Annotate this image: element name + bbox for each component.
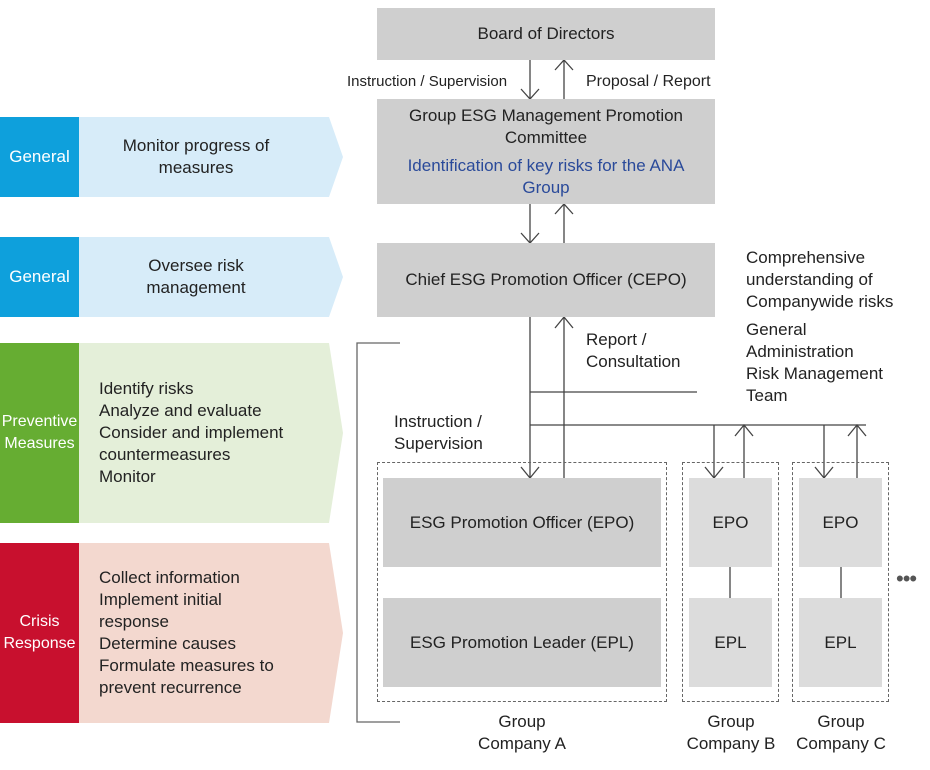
band-text-line: Consider and implement <box>99 423 284 442</box>
more-companies-ellipsis-icon: ••• <box>896 566 917 591</box>
company-c-frame <box>792 462 889 702</box>
report-consultation-line: Report / <box>586 330 647 349</box>
tag-label-line: Preventive <box>1 413 78 430</box>
company-a-epl-label: ESG Promotion Leader (EPL) <box>410 632 634 652</box>
tag-general-1-label: General <box>9 147 70 166</box>
committee-note-line: Group <box>522 177 570 197</box>
tag-label-line: Measures <box>4 435 75 452</box>
company-b-epl-label: EPL <box>714 632 747 652</box>
company-c-epl-box: EPL <box>799 598 882 687</box>
instruction-supervision-mid-label: Instruction / Supervision <box>394 411 483 455</box>
cepo-note: Comprehensive understanding of Companywi… <box>746 247 893 313</box>
committee-box: Group ESG Management Promotion Committee… <box>377 99 715 204</box>
band-text-line: Identify risks <box>99 379 194 398</box>
risk-team-line: Team <box>746 386 788 405</box>
company-c-epo-label: EPO <box>822 512 859 532</box>
company-a-epo-box: ESG Promotion Officer (EPO) <box>383 478 661 567</box>
cepo-note-line: understanding of <box>746 270 873 289</box>
company-a-epo-label: ESG Promotion Officer (EPO) <box>409 512 635 532</box>
arrow-up-head <box>554 59 574 71</box>
tag-label-line: Crisis <box>19 613 60 630</box>
proposal-report-label: Proposal / Report <box>586 73 711 90</box>
company-label-line: Group <box>817 712 865 731</box>
risk-management-team: General Administration Risk Management T… <box>746 319 883 407</box>
company-a-frame <box>377 462 667 702</box>
band-text-line: Implement initial <box>99 590 222 609</box>
company-c-epl-label: EPL <box>824 632 857 652</box>
band-text-line: prevent recurrence <box>99 678 242 697</box>
report-consultation-label: Report / Consultation <box>586 329 681 373</box>
risk-team-line: General <box>746 320 807 339</box>
board-of-directors-box: Board of Directors <box>377 8 715 60</box>
company-label-line: Company B <box>686 734 776 753</box>
company-label-line: Group <box>498 712 546 731</box>
band-text-line: management <box>146 278 246 297</box>
band-oversee-risk: Oversee risk management <box>79 237 343 317</box>
band-crisis-response: Collect information Implement initial re… <box>79 543 343 723</box>
tag-crisis-response: Crisis Response <box>0 543 79 723</box>
company-label-line: Company C <box>796 734 886 753</box>
cepo-label: Chief ESG Promotion Officer (CEPO) <box>405 270 687 289</box>
band-text-line: Determine causes <box>99 634 237 653</box>
company-c-label: Group Company C <box>786 711 896 755</box>
cepo-box: Chief ESG Promotion Officer (CEPO) <box>377 243 715 317</box>
company-a-label: Group Company A <box>452 711 592 755</box>
band-text-line: Monitor <box>99 467 156 486</box>
band-text-line: Analyze and evaluate <box>99 401 262 420</box>
risk-team-line: Risk Management <box>746 364 884 383</box>
company-b-label: Group Company B <box>676 711 786 755</box>
report-consultation-line: Consultation <box>586 352 681 371</box>
committee-note-line: Identification of key risks for the ANA <box>407 155 685 175</box>
instruction-line: Supervision <box>394 434 483 453</box>
tag-general-2: General <box>0 237 79 317</box>
arrow-up-head <box>554 203 574 215</box>
band-text-line: Monitor progress of <box>122 136 270 155</box>
board-label: Board of Directors <box>477 24 615 43</box>
company-label-line: Group <box>707 712 755 731</box>
scope-bracket <box>356 342 400 723</box>
cepo-note-line: Comprehensive <box>746 248 866 267</box>
company-label-line: Company A <box>478 734 566 753</box>
tag-general-2-label: General <box>9 267 70 286</box>
instruction-supervision-label: Instruction / Supervision <box>347 73 508 90</box>
tag-general-1: General <box>0 117 79 197</box>
instruction-line: Instruction / <box>394 412 482 431</box>
cepo-note-line: Companywide risks <box>746 292 894 311</box>
committee-line: Group ESG Management Promotion <box>408 105 684 125</box>
company-b-epl-box: EPL <box>689 598 772 687</box>
band-text-line: measures <box>158 158 234 177</box>
band-text-line: Formulate measures to <box>99 656 274 675</box>
risk-team-line: Administration <box>746 342 854 361</box>
band-text-line: countermeasures <box>99 445 231 464</box>
company-c-epo-box: EPO <box>799 478 882 567</box>
company-b-epo-box: EPO <box>689 478 772 567</box>
company-a-epl-box: ESG Promotion Leader (EPL) <box>383 598 661 687</box>
band-preventive-measures: Identify risks Analyze and evaluate Cons… <box>79 343 343 523</box>
band-text-line: response <box>99 612 169 631</box>
band-text-line: Oversee risk <box>148 256 244 275</box>
band-monitor-progress: Monitor progress of measures <box>79 117 343 197</box>
company-b-epo-label: EPO <box>712 512 749 532</box>
band-text-line: Collect information <box>99 568 240 587</box>
arrow-up-head <box>554 315 574 329</box>
committee-line: Committee <box>504 127 588 147</box>
tag-label-line: Response <box>3 635 76 652</box>
company-b-frame <box>682 462 779 702</box>
tag-preventive-measures: Preventive Measures <box>0 343 79 523</box>
